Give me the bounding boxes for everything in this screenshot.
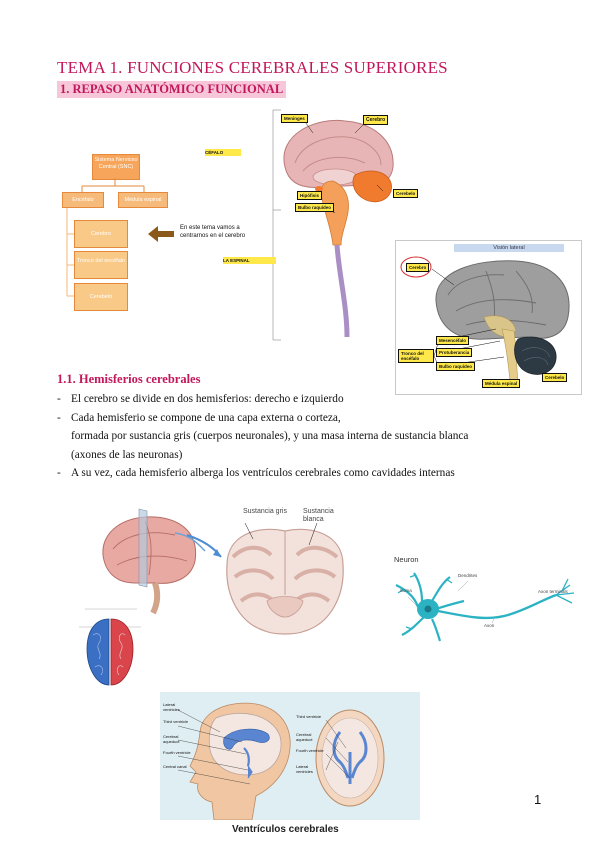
label-dendrites: Dendrites [458, 573, 478, 578]
hemispheres-figure [75, 605, 145, 690]
ventricle-label-left: Cerebral aqueduct [163, 734, 180, 744]
sagittal-brain-illustration [272, 109, 394, 341]
label-sustancia-blanca: Sustancia blanca [303, 508, 334, 523]
coronal-section-figure: Sustancia gris Sustancia blanca [95, 505, 375, 685]
ventricle-label-left: Third ventricle [163, 719, 189, 724]
bullet-continuation: (axones de las neuronas) [71, 448, 183, 461]
flow-medula: Médula espinal [118, 192, 168, 208]
label-bulbo-lateral: Bulbo raquídeo [436, 362, 475, 371]
ventricles-figure: Lateral ventricles Third ventricle Cereb… [160, 692, 420, 820]
label-cerebelo-sagittal: Cerebelo [393, 189, 419, 198]
label-hipofisis: Hipófisis [297, 191, 323, 200]
lateral-header: Visión lateral [454, 244, 564, 252]
coronal-section-illustration [102, 508, 344, 635]
subsection-heading: 1.1. Hemisferios cerebrales [57, 372, 201, 386]
label-encefalo: CÉFALO [205, 149, 242, 156]
label-protuberancia: Protuberancia [436, 348, 473, 357]
label-tronco: Tronco del encéfalo [398, 349, 434, 363]
label-bulbo-sagittal: Bulbo raquídeo [295, 203, 334, 212]
bullet-list: -El cerebro se divide en dos hemisferios… [57, 390, 577, 483]
neuron-illustration [395, 572, 575, 642]
label-cerebro-sagittal: Cerebro [363, 115, 389, 125]
page-title: TEMA 1. FUNCIONES CEREBRALES SUPERIORES [57, 58, 448, 77]
ventricles-caption: Ventrículos cerebrales [232, 824, 339, 835]
lateral-brain-figure: Visión lateral Cerebro Tronco del encéfa… [395, 240, 582, 395]
label-soma: Soma [400, 588, 412, 593]
neuron-title: Neuron [394, 555, 419, 564]
bullet-continuation: formada por sustancia gris (cuerpos neur… [71, 430, 469, 443]
flow-tronco: Tronco del encéfalo [74, 251, 128, 279]
ventricle-label-right: Fourth ventricle [296, 748, 324, 753]
label-axon-terminals: Axon terminals [538, 589, 568, 594]
bullet-item: -El cerebro se divide en dos hemisferios… [57, 393, 344, 405]
label-mesencefalo: Mesencéfalo [436, 336, 470, 345]
flow-encefalo: Encéfalo [62, 192, 104, 208]
label-medula-sagittal: LA ESPINAL [223, 257, 276, 264]
page-number: 1 [534, 792, 542, 807]
ventricle-label-left: Lateral ventricles [163, 702, 180, 712]
label-axon: Axon [484, 623, 495, 628]
flow-cerebro: Cerebro [74, 220, 128, 248]
label-medula-lateral: Médula espinal [482, 379, 521, 388]
ventricles-illustration [177, 702, 385, 820]
label-cerebelo-lateral: Cerebelo [542, 373, 568, 382]
label-sustancia-gris: Sustancia gris [243, 508, 287, 515]
flow-cerebelo: Cerebelo [74, 283, 128, 311]
bullet-item: -A su vez, cada hemisferio alberga los v… [57, 467, 455, 480]
ventricle-label-right: Lateral ventricles [296, 764, 313, 774]
label-meninges: Meninges [281, 114, 308, 123]
ventricle-label-right: Third ventricle [296, 714, 322, 719]
lateral-brain-illustration [400, 256, 570, 382]
flow-connectors [66, 178, 174, 297]
hemispheres-illustration [79, 608, 141, 686]
bullet-item: -Cada hemisferio se compone de una capa … [57, 411, 341, 424]
snc-flowchart: Sistema Nervioso Central (SNC) Encéfalo … [62, 148, 267, 318]
ventricle-label-left: Fourth ventricle [163, 750, 191, 755]
flow-root: Sistema Nervioso Central (SNC) [92, 154, 140, 180]
ventricle-label-left: Central canal [163, 764, 187, 769]
flow-note: En este tema vamos a centrarnos en el ce… [180, 225, 246, 239]
sagittal-brain-figure: Meninges Cerebro CÉFALO Hipófisis Cerebe… [205, 105, 419, 345]
section-heading: 1. REPASO ANATÓMICO FUNCIONAL [57, 81, 287, 98]
neuron-figure: Neuron Soma Dendrites Axon Axon terminal… [388, 555, 588, 645]
ventricle-label-right: Cerebral aqueduct [296, 732, 313, 742]
label-cerebro-lateral: Cerebro [406, 263, 430, 272]
